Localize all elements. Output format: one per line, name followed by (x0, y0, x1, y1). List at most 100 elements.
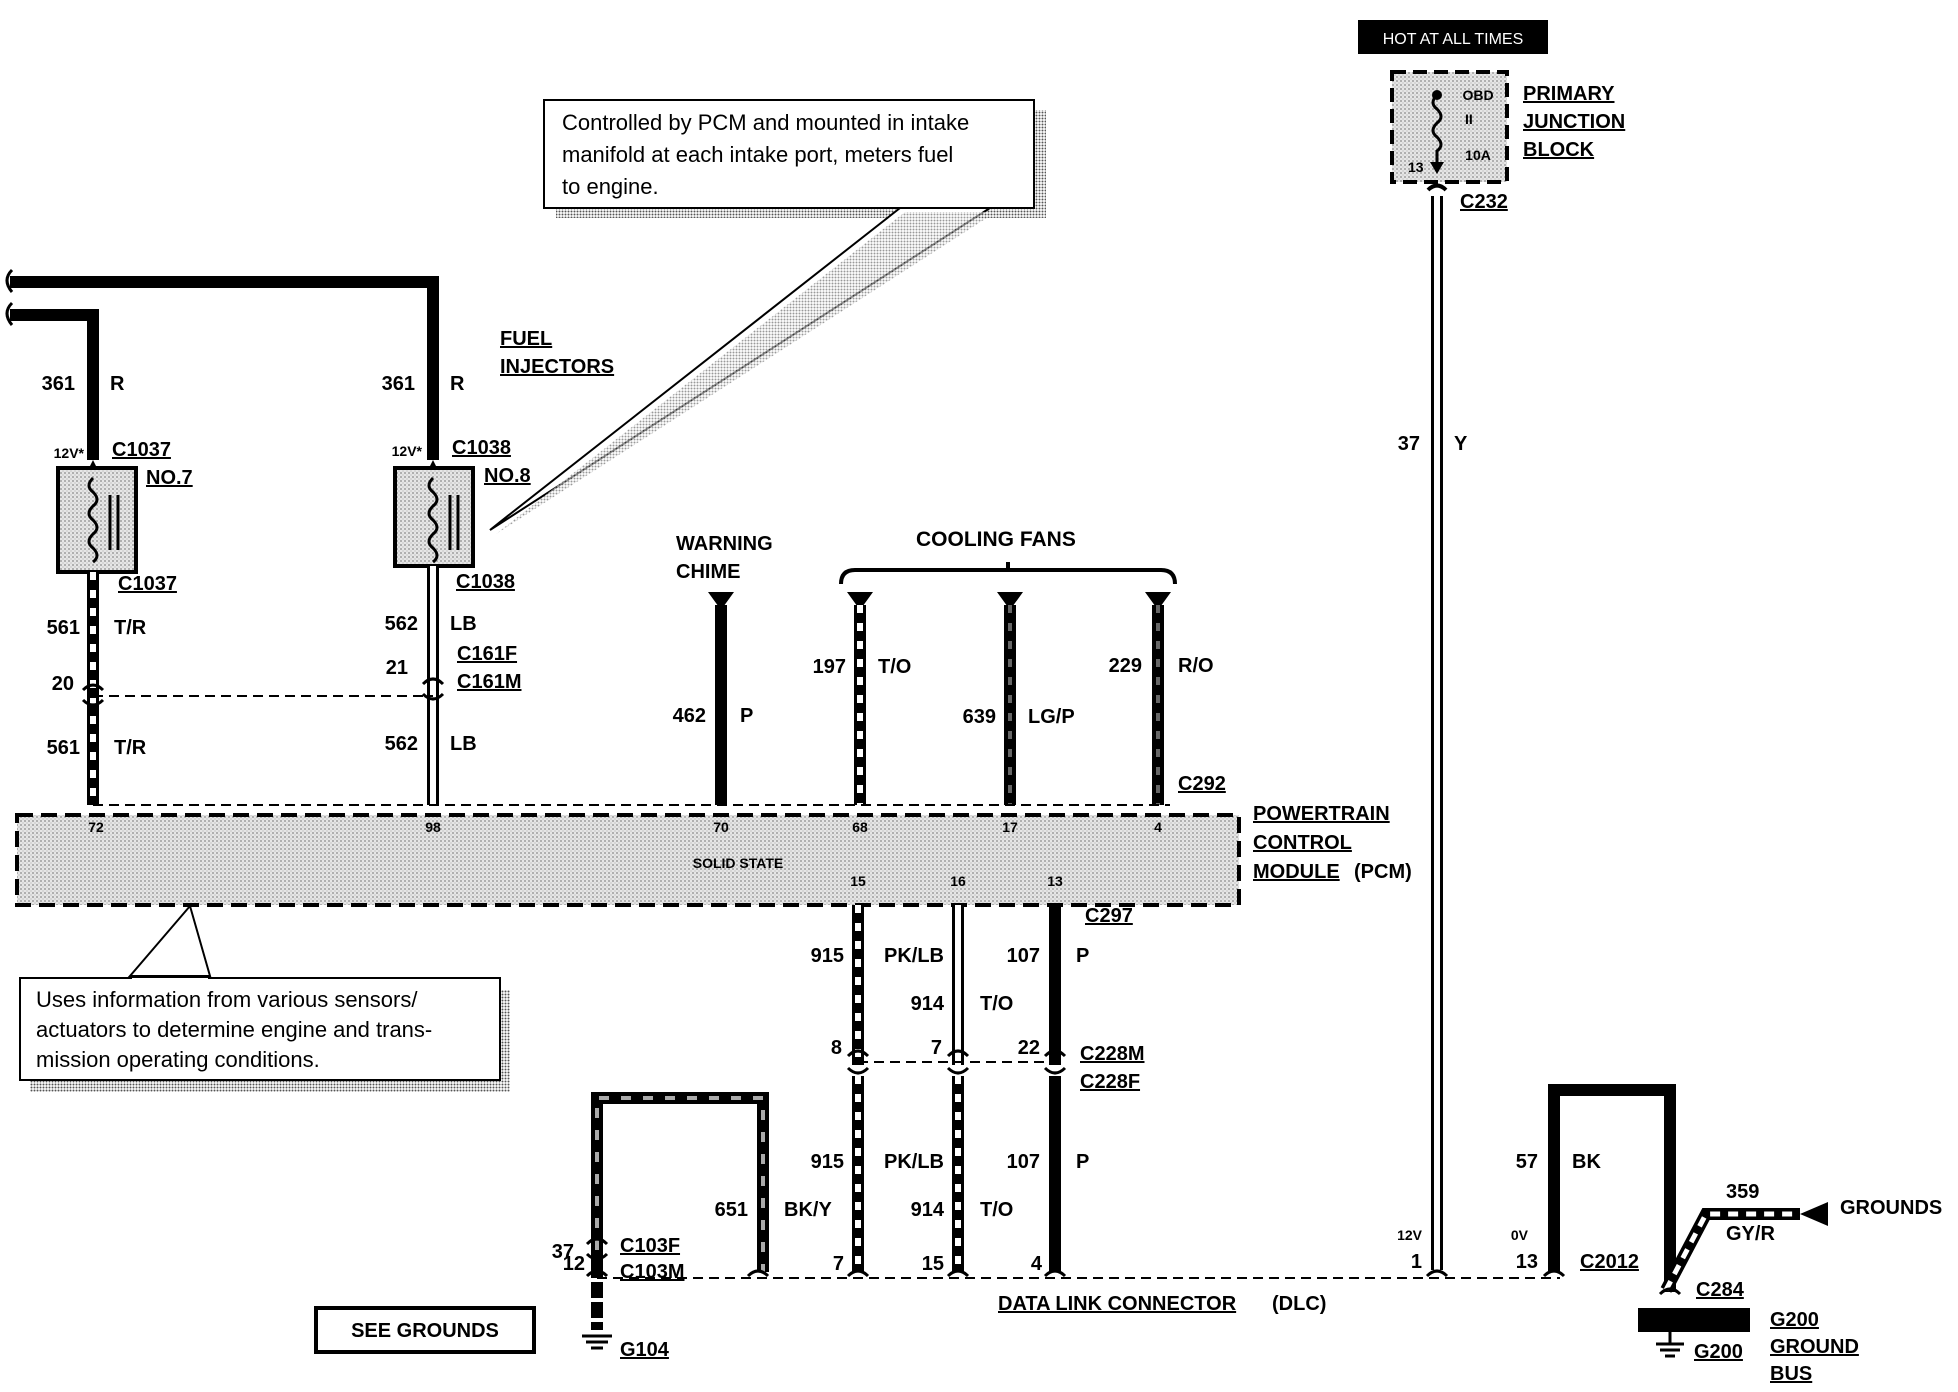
inj8-connector-mid-f: C161F (457, 643, 517, 665)
fuel-injectors-title-2: INJECTORS (500, 356, 614, 378)
pcm-injector-callout (543, 99, 1035, 209)
connector-c297: C297 (1085, 905, 1133, 927)
connector-c228f: C228F (1080, 1071, 1140, 1093)
warning-chime-title-2: CHIME (676, 561, 740, 583)
ground-bus-title-2: GROUND (1770, 1336, 1859, 1358)
inj7-connector-bot: C1037 (118, 573, 177, 595)
callout-bottom-line-3: mission operating conditions. (36, 1047, 320, 1072)
junction-title-3: BLOCK (1523, 139, 1595, 161)
connector-c232: C232 (1460, 191, 1508, 213)
see-grounds-box[interactable] (314, 1306, 536, 1354)
fan2-color: LG/P (1028, 706, 1075, 728)
dlc-pin-15: 15 (922, 1253, 944, 1275)
ground-g200-icon (1656, 1342, 1684, 1358)
inj7-coil-icon (87, 476, 99, 564)
inj7-name: NO.7 (146, 467, 193, 489)
dlc-upper-3-color: P (1076, 945, 1089, 967)
c228-pin-8: 8 (831, 1037, 842, 1059)
inj8-color-bot: LB (450, 733, 477, 755)
ground-bus (1638, 1308, 1750, 1332)
callout-top-line-3: to engine. (562, 174, 659, 199)
y-wire-circuit: 37 (1398, 433, 1420, 455)
loop-wire-color: BK/Y (784, 1199, 832, 1221)
dlc-pin-12: 12 (563, 1253, 585, 1275)
inj8-color-mid: LB (450, 613, 477, 635)
dlc-pin-13: 13 (1516, 1251, 1538, 1273)
dlc-pin-4: 4 (1031, 1253, 1043, 1275)
bk-wire-voltage: 0V (1511, 1227, 1529, 1243)
c228-pin-22: 22 (1018, 1037, 1040, 1059)
warning-chime-color: P (740, 705, 753, 727)
fan3-color: R/O (1178, 655, 1214, 677)
dlc-pin-7: 7 (833, 1253, 844, 1275)
inj7-color-mid: T/R (114, 617, 147, 639)
pcm-pin-16: 16 (950, 873, 966, 889)
fan1-color: T/O (878, 656, 911, 678)
ground-bus-title-3: BUS (1770, 1363, 1812, 1385)
grounds-color: GY/R (1726, 1223, 1775, 1245)
bk-wire-circuit: 57 (1516, 1151, 1538, 1173)
dlc-lower-1-color: PK/LB (884, 1151, 944, 1173)
grounds-circuit: 359 (1726, 1181, 1759, 1203)
grounds-label: GROUNDS (1840, 1197, 1942, 1219)
fan2-circuit: 639 (963, 706, 996, 728)
inj7-connector-top: C1037 (112, 439, 171, 461)
inj8-circuit-bot: 562 (385, 733, 418, 755)
dlc-pin-1: 1 (1411, 1251, 1422, 1273)
callout-top-line-2: manifold at each intake port, meters fue… (562, 142, 953, 167)
pcm-pin-72: 72 (88, 819, 104, 835)
fuse-amperage: 10A (1465, 147, 1491, 163)
pcm-pin-98: 98 (425, 819, 441, 835)
inj7-circuit-top: 361 (42, 373, 75, 395)
ground-g104-icon (582, 1334, 612, 1350)
inj8-color-top: R (450, 373, 465, 395)
inj8-connector-mid-m: C161M (457, 671, 521, 693)
dlc-upper-1-circuit: 915 (811, 945, 844, 967)
pcm-title-2: CONTROL (1253, 832, 1352, 854)
inj8-voltage: 12V* (392, 443, 423, 459)
callout-bottom-line-1: Uses information from various sensors/ (36, 987, 418, 1012)
connector-c292: C292 (1178, 773, 1226, 795)
callout-top-line-1: Controlled by PCM and mounted in intake (562, 110, 969, 135)
dlc-upper-2-color: T/O (980, 993, 1013, 1015)
pcm-callout (19, 977, 501, 1081)
dlc-label-suffix: (DLC) (1272, 1293, 1326, 1315)
ground-g104: G104 (620, 1339, 670, 1361)
junction-block (1390, 70, 1509, 184)
inj7-voltage: 12V* (54, 445, 85, 461)
inj8-name: NO.8 (484, 465, 531, 487)
junction-title-1: PRIMARY (1523, 83, 1615, 105)
inj8-pin-mid: 21 (386, 657, 408, 679)
connector-c103m: C103M (620, 1261, 684, 1283)
pcm-state: SOLID STATE (693, 855, 783, 871)
pcm-pin-70: 70 (713, 819, 729, 835)
dlc-upper-1-color: PK/LB (884, 945, 944, 967)
connector-c228m: C228M (1080, 1043, 1144, 1065)
inj7-circuit-mid: 561 (47, 617, 80, 639)
inj8-connector-top: C1038 (452, 437, 511, 459)
junction-pin: 13 (1408, 159, 1424, 175)
cooling-fans-title: COOLING FANS (916, 528, 1076, 551)
inj7-color-top: R (110, 373, 125, 395)
inj7-circuit-bot: 561 (47, 737, 80, 759)
inj8-connector-bot: C1038 (456, 571, 515, 593)
bk-wire-color: BK (1572, 1151, 1601, 1173)
junction-title-2: JUNCTION (1523, 111, 1625, 133)
hot-label: HOT AT ALL TIMES (1383, 31, 1524, 48)
inj7-color-bot: T/R (114, 737, 147, 759)
connector-c2012: C2012 (1580, 1251, 1639, 1273)
warning-chime-title-1: WARNING (676, 533, 773, 555)
dlc-lower-3-color: P (1076, 1151, 1089, 1173)
pcm-title-1: POWERTRAIN (1253, 803, 1390, 825)
pcm-pin-68: 68 (852, 819, 868, 835)
inj7-pin-mid: 20 (52, 673, 74, 695)
pcm-pin-13: 13 (1047, 873, 1063, 889)
connector-c103f: C103F (620, 1235, 680, 1257)
fuel-injectors-title-1: FUEL (500, 328, 552, 350)
dlc-lower-1-circuit: 915 (811, 1151, 844, 1173)
ground-left-circuit: 37 (552, 1241, 574, 1263)
loop-wire-circuit: 651 (715, 1199, 748, 1221)
pcm-pin-15: 15 (850, 873, 866, 889)
